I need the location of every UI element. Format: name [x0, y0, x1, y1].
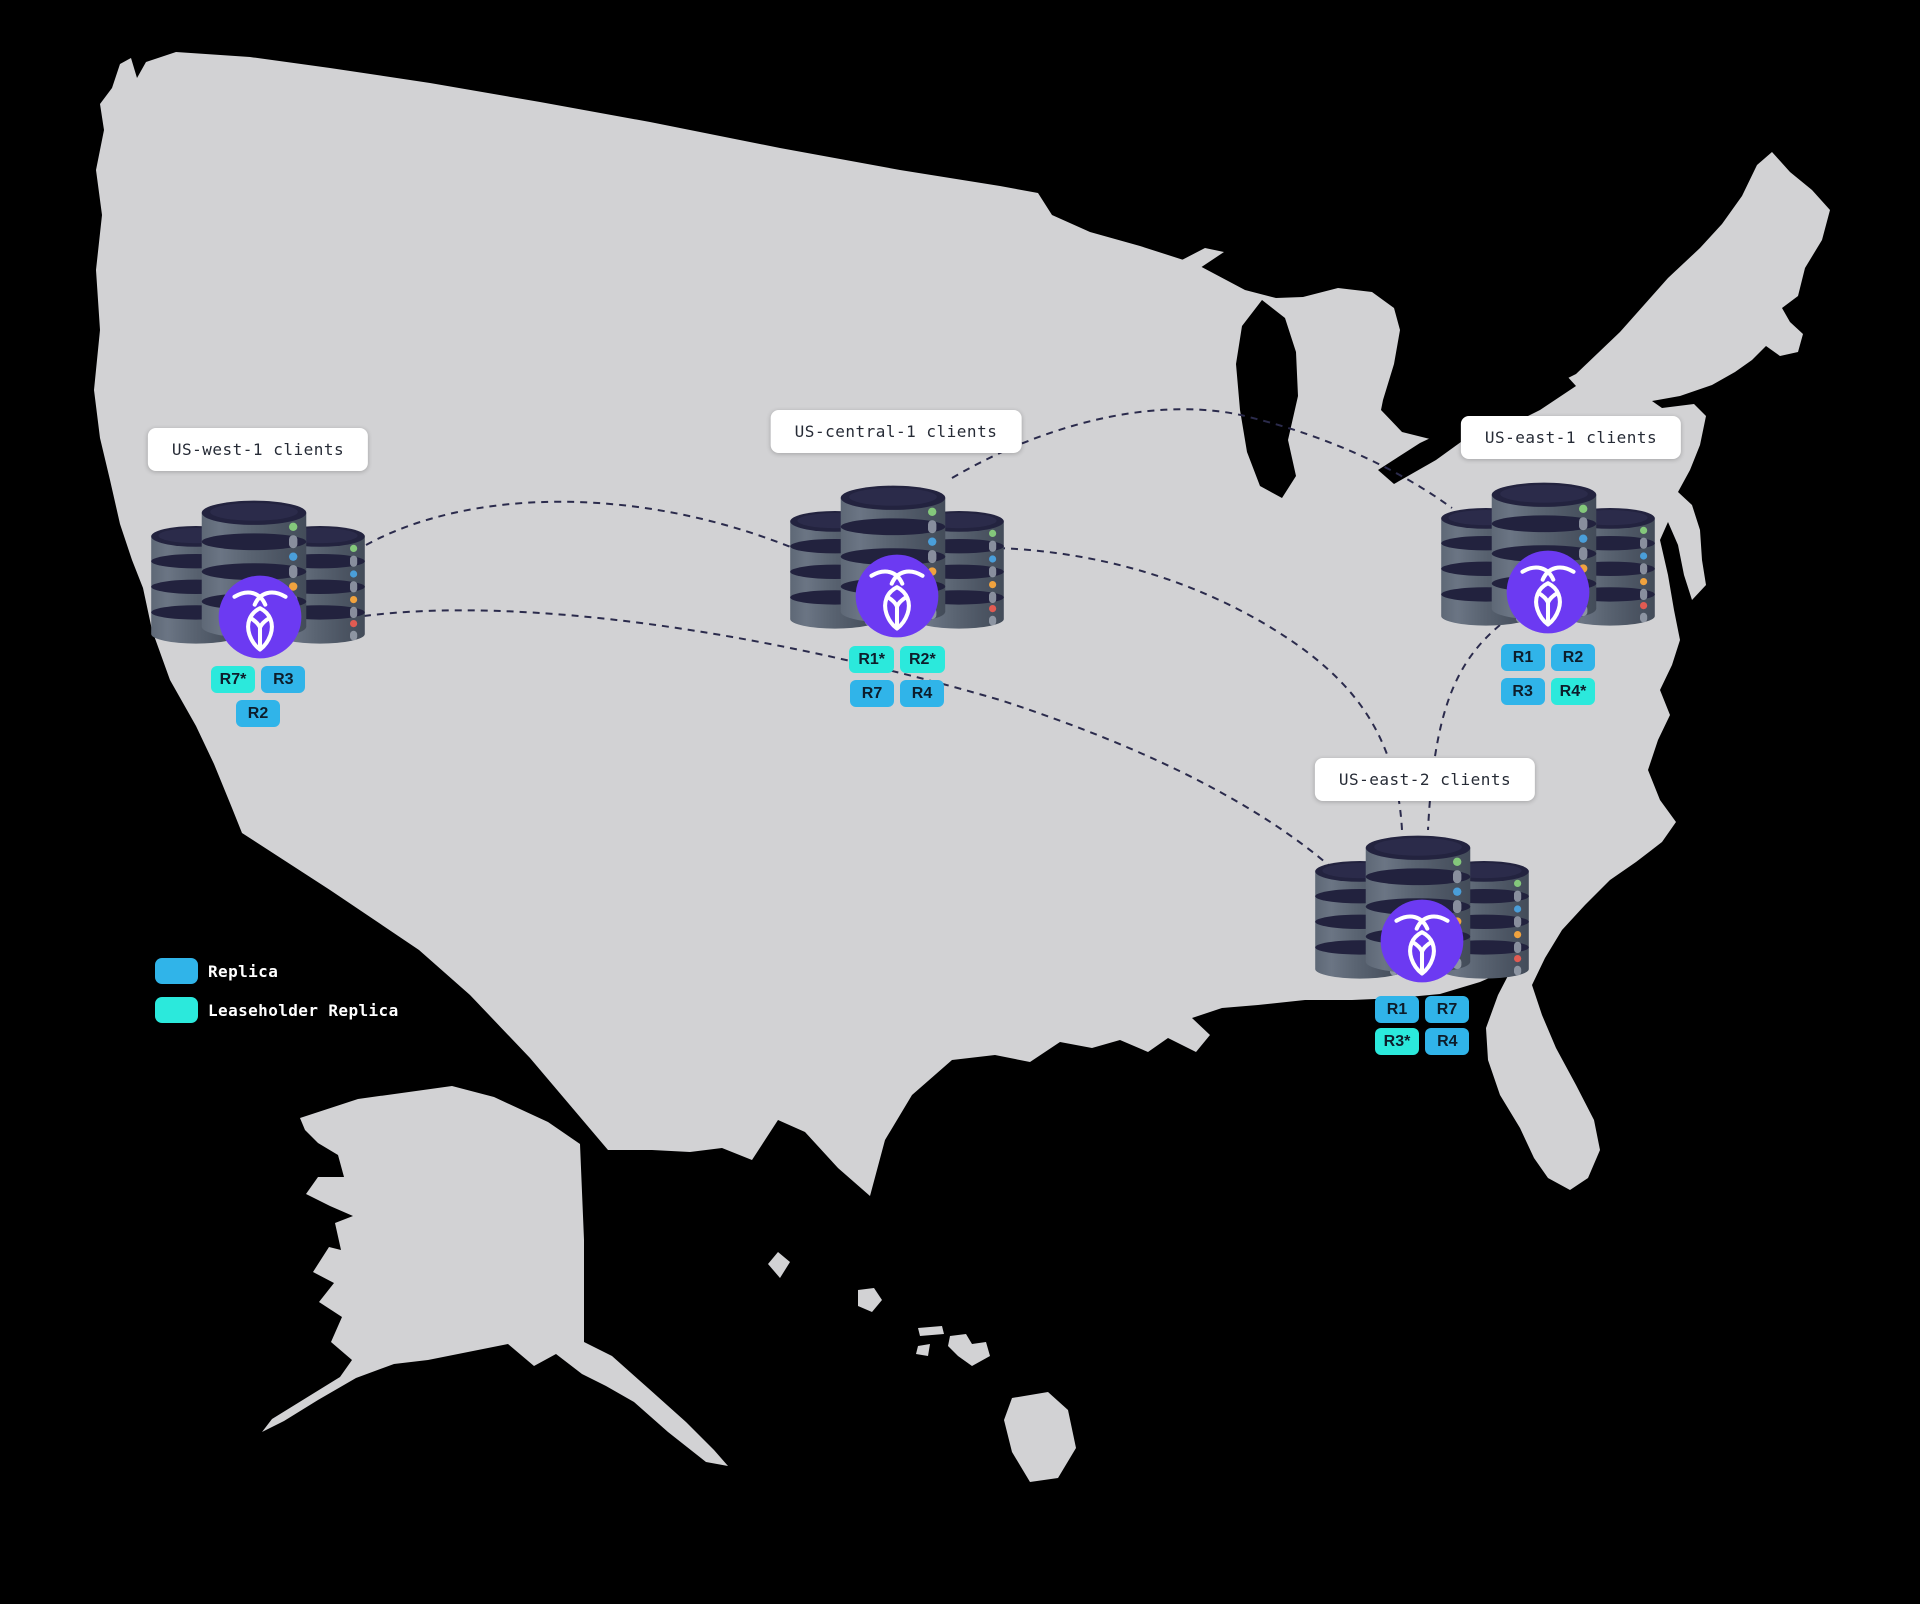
cockroachdb-logo-us-central-1: [853, 552, 941, 640]
replica-badge: R2: [236, 700, 280, 727]
connection-west-east2: [363, 609, 1333, 869]
isle-royale-shape: [1178, 248, 1224, 268]
hawaii-shapes: [768, 1252, 1076, 1482]
leaseholder-color-swatch: [155, 997, 198, 1023]
replica-badge: R3: [1500, 678, 1545, 705]
legend-label: Leaseholder Replica: [208, 1000, 399, 1020]
leaseholder-replica-badge: R4*: [1550, 678, 1596, 705]
alaska-shape: [262, 1086, 728, 1466]
lake-michigan-shape: [1236, 300, 1298, 498]
cockroachdb-logo-us-east-2: [1378, 897, 1466, 985]
region-label-us-east-2: US-east-2 clients: [1314, 758, 1536, 801]
leaseholder-replica-badge: R1*: [849, 646, 894, 673]
region-label-us-central-1: US-central-1 clients: [770, 410, 1022, 453]
lake-erie-shape: [1378, 423, 1472, 484]
legend-label: Replica: [208, 961, 279, 981]
cockroachdb-logo-us-east-1: [1504, 548, 1592, 636]
region-label-us-east-1: US-east-1 clients: [1460, 416, 1682, 459]
replica-badge: R7: [1425, 996, 1469, 1023]
legend: Replica Leaseholder Replica: [155, 958, 399, 1036]
replica-badge: R1: [1375, 996, 1419, 1023]
legend-item-replica: Replica: [155, 958, 399, 984]
replica-badge: R2: [1551, 644, 1595, 671]
cockroachdb-logo-us-west-1: [216, 573, 304, 661]
region-label-us-west-1: US-west-1 clients: [147, 428, 369, 471]
replica-badge: R7: [850, 680, 894, 707]
replica-badge: R1: [1501, 644, 1545, 671]
leaseholder-replica-badge: R3*: [1374, 1028, 1420, 1055]
replica-color-swatch: [155, 958, 198, 984]
leaseholder-replica-badge: R2*: [900, 646, 945, 673]
leaseholder-replica-badge: R7*: [210, 666, 256, 693]
replica-badge: R4: [900, 680, 944, 707]
replica-badge: R3: [261, 666, 306, 693]
connection-central-east2: [997, 547, 1403, 831]
connection-central-east1: [951, 408, 1453, 509]
legend-item-leaseholder-replica: Leaseholder Replica: [155, 997, 399, 1023]
replica-badge: R4: [1425, 1028, 1470, 1055]
